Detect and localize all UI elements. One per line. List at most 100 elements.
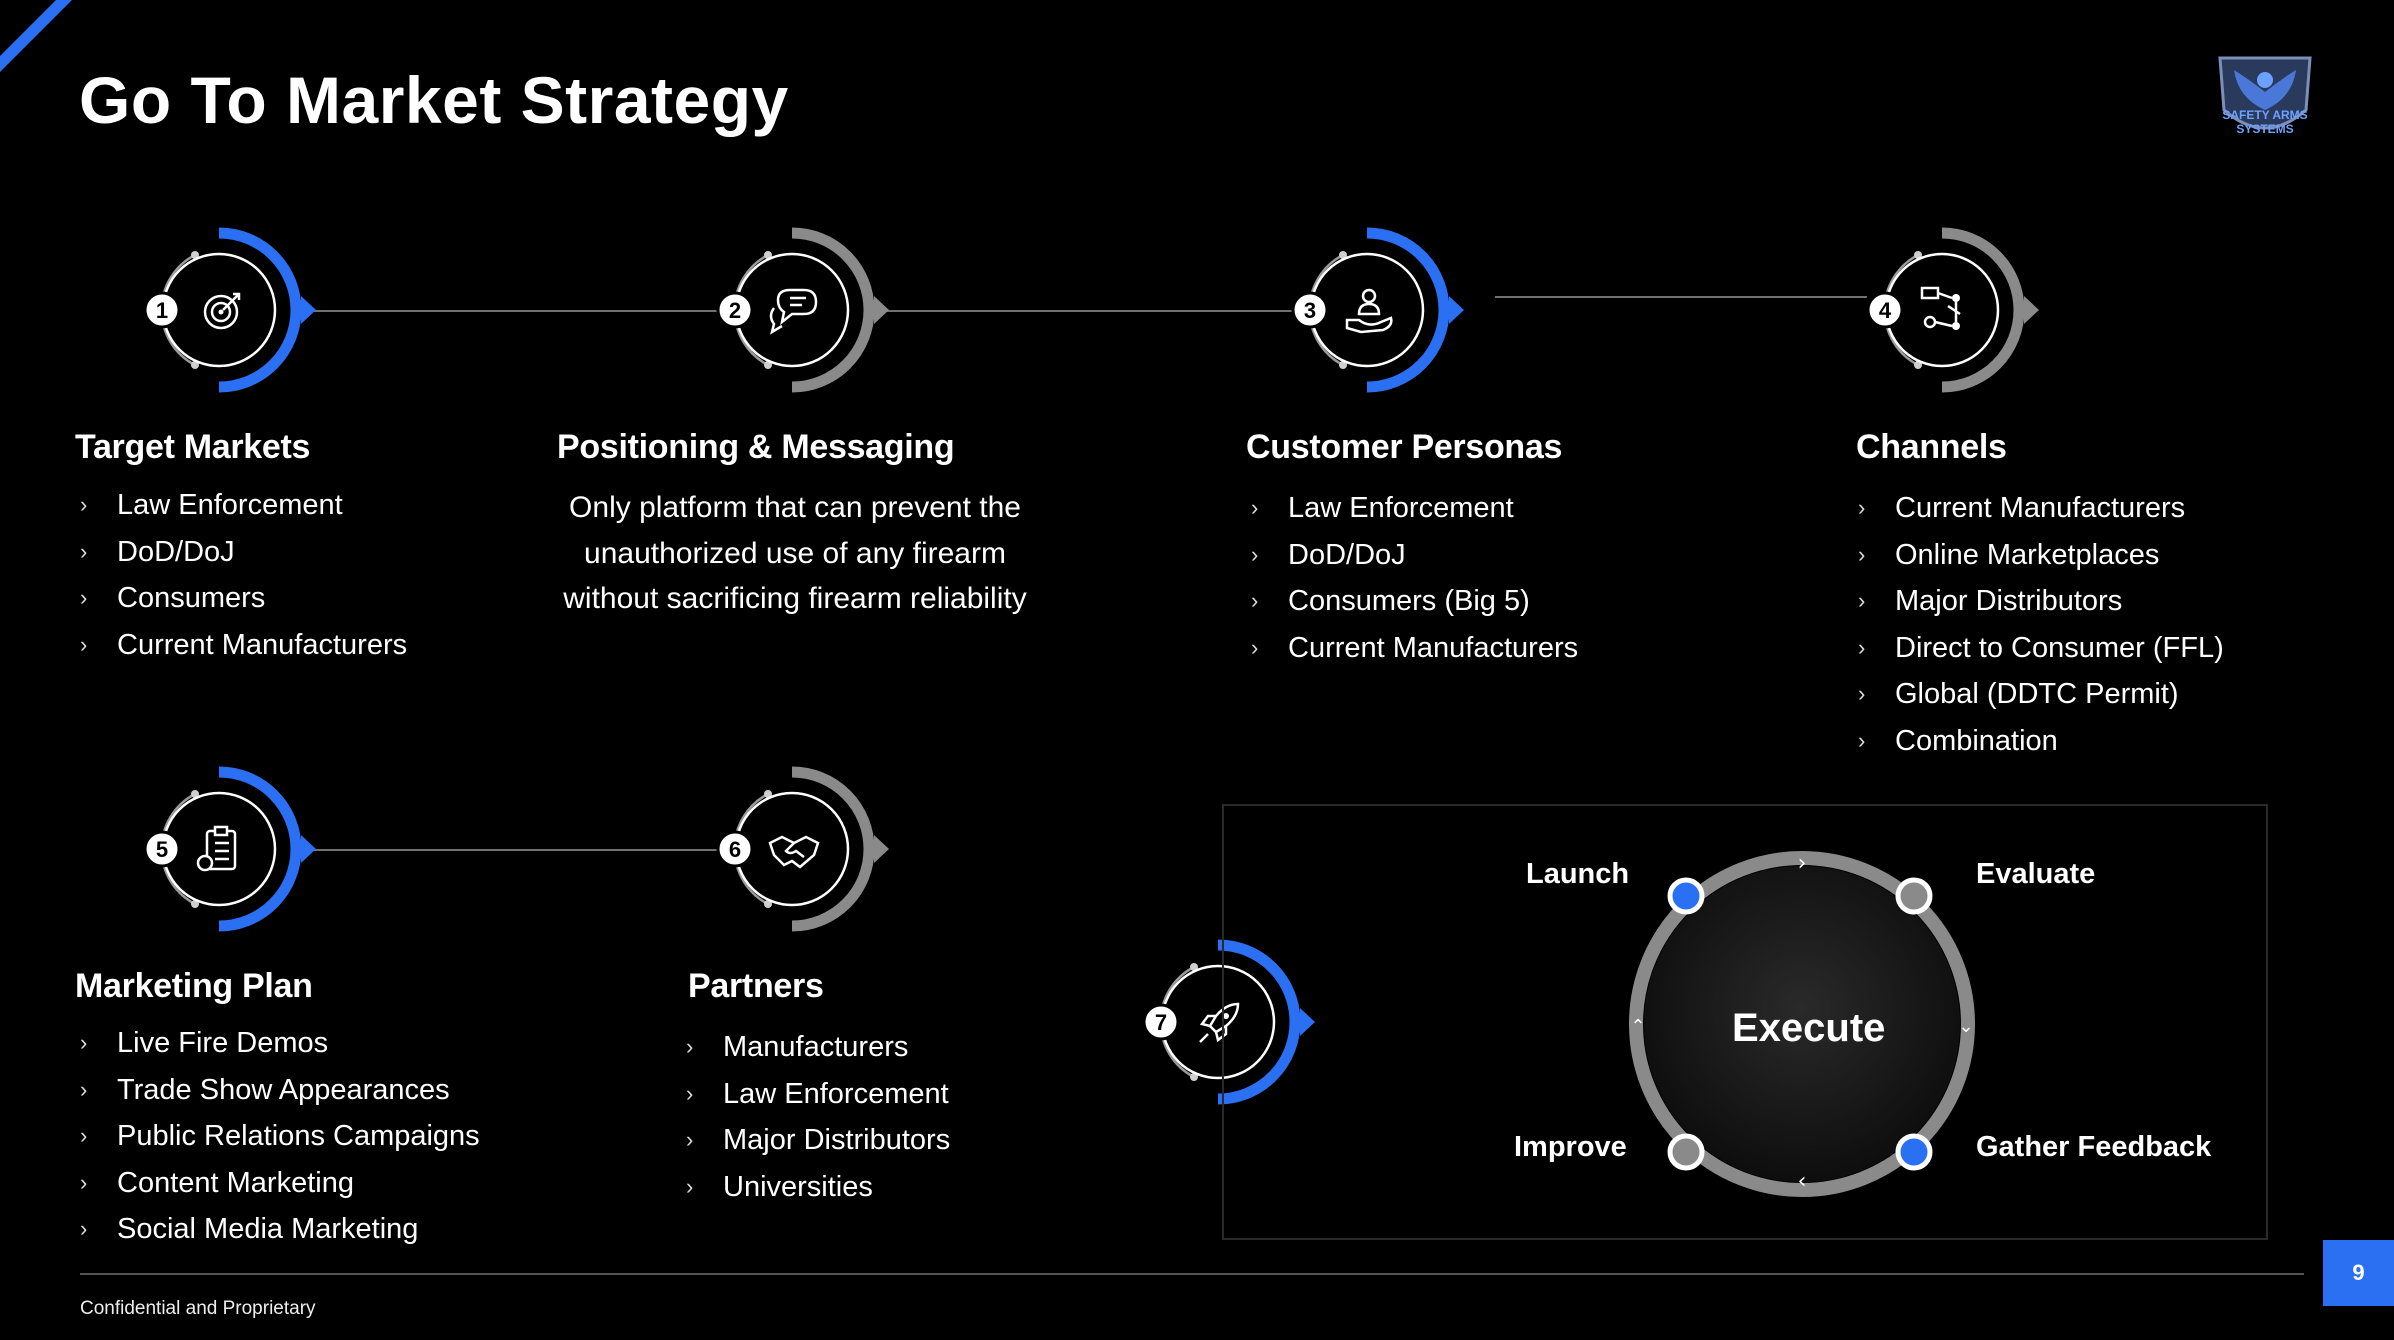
chevron-right-icon: › [686, 1173, 694, 1199]
step-number-badge [716, 830, 754, 868]
chevron-right-icon: › [1251, 541, 1259, 567]
step-arc-arrow-icon [874, 296, 889, 324]
step-arc [1217, 939, 1301, 1105]
marketing-plan-list: ›Live Fire Demos ›Trade Show Appearances… [80, 1020, 480, 1253]
chevron-right-icon: › [686, 1034, 694, 1059]
chevron-right-icon: › [1858, 495, 1866, 520]
partners-heading: Partners [688, 967, 824, 1005]
gather-node [1895, 1133, 1933, 1171]
step-arc-arrow-icon [301, 296, 316, 324]
evaluate-node [1895, 877, 1933, 915]
list-item: ›Universities [686, 1164, 950, 1211]
gather-feedback-label: Gather Feedback [1976, 1131, 2212, 1163]
step-dot [764, 900, 772, 908]
cycle-ring [1629, 851, 1975, 1197]
list-item: ›Public Relations Campaigns [80, 1113, 480, 1160]
step-arc [218, 227, 302, 393]
chevron-right-icon: › [80, 585, 88, 610]
improve-label: Improve [1514, 1131, 1627, 1163]
chevron-right-icon: › [80, 1216, 88, 1241]
step-number: 4 [1879, 298, 1892, 323]
step-number: 6 [729, 837, 741, 862]
target-markets-heading: Target Markets [75, 428, 311, 466]
launch-node [1667, 877, 1705, 915]
step-arc [791, 766, 875, 932]
connector-5-6 [305, 849, 720, 851]
list-item: ›Global (DDTC Permit) [1858, 671, 2224, 718]
step-arc [218, 766, 302, 932]
list-item: ›Live Fire Demos [80, 1020, 480, 1067]
step-node-5: 5 [119, 764, 329, 934]
cycle-arrow-icon: ⌃ [1630, 1016, 1645, 1037]
partners-list: ›Manufacturers ›Law Enforcement ›Major D… [686, 1024, 950, 1210]
list-item: ›Social Media Marketing [80, 1206, 480, 1253]
page-title: Go To Market Strategy [79, 63, 789, 137]
step-dot [191, 251, 199, 259]
list-item: ›Manufacturers [686, 1024, 950, 1071]
step-dot [191, 790, 199, 798]
list-item: ›Current Manufacturers [1858, 485, 2224, 532]
chevron-right-icon: › [80, 1076, 88, 1102]
network-channels-icon [1920, 286, 1961, 330]
step-arc [1366, 227, 1450, 393]
chevron-right-icon: › [1858, 727, 1866, 753]
list-item: ›Content Marketing [80, 1160, 480, 1207]
list-item: ›Law Enforcement [686, 1071, 950, 1118]
logo-text: SAFETY ARMS SYSTEMS [2222, 108, 2308, 136]
list-item: ›Consumers (Big 5) [1251, 578, 1578, 625]
step-number-badge [143, 830, 181, 868]
step-dot [1339, 361, 1347, 369]
step-number-badge [1866, 291, 1904, 329]
chevron-right-icon: › [1251, 634, 1259, 660]
step-dot [1190, 1073, 1198, 1081]
chevron-right-icon: › [686, 1127, 694, 1152]
step-arc-arrow-icon [301, 835, 316, 863]
step-number: 7 [1155, 1010, 1167, 1035]
connector-3-4 [1495, 296, 1867, 298]
chat-bubbles-icon [769, 288, 818, 335]
evaluate-label: Evaluate [1976, 858, 2096, 890]
chevron-right-icon: › [1858, 681, 1866, 706]
positioning-text: Only platform that can prevent the unaut… [563, 491, 1027, 615]
step-arc [1941, 227, 2025, 393]
chevron-right-icon: › [686, 1080, 694, 1106]
step-number-badge [143, 291, 181, 329]
step-arc-arrow-icon [2024, 296, 2039, 324]
step-arc [791, 227, 875, 393]
chevron-right-icon: › [80, 1030, 88, 1055]
list-item: ›Law Enforcement [80, 482, 407, 529]
list-item: ›Consumers [80, 575, 407, 622]
footer-divider [80, 1273, 2304, 1275]
chevron-right-icon: › [80, 631, 88, 657]
list-item: ›DoD/DoJ [80, 529, 407, 576]
list-item: ›DoD/DoJ [1251, 532, 1578, 579]
list-item: ›Current Manufacturers [1251, 625, 1578, 672]
eagle-shield-icon [2218, 56, 2312, 130]
list-item: ›Online Marketplaces [1858, 532, 2224, 579]
company-logo: SAFETY ARMS SYSTEMS [2200, 50, 2330, 152]
step-number-badge [1142, 1003, 1180, 1041]
list-item: ›Major Distributors [686, 1117, 950, 1164]
launch-label: Launch [1526, 858, 1630, 890]
chevron-right-icon: › [80, 1123, 88, 1148]
target-icon [203, 292, 241, 330]
channels-heading: Channels [1856, 428, 2007, 466]
step-node-7: 7 [1118, 937, 1328, 1107]
step-node-3: 3 [1267, 225, 1477, 395]
step-number-badge [1291, 291, 1329, 329]
list-item: ›Current Manufacturers [80, 622, 407, 669]
marketing-plan-heading: Marketing Plan [75, 967, 313, 1005]
step-node-4: 4 [1842, 225, 2052, 395]
improve-node [1667, 1133, 1705, 1171]
chevron-right-icon: › [80, 492, 88, 517]
positioning-heading: Positioning & Messaging [557, 428, 955, 466]
execute-cycle-panel: › ‹ ⌄ ⌃ Execute Launch Evaluate Improve … [1222, 804, 2268, 1240]
corner-accent [0, 0, 72, 72]
cycle-arrow-icon: ⌄ [1958, 1016, 1973, 1037]
list-item: ›Law Enforcement [1251, 485, 1578, 532]
step-dot [764, 251, 772, 259]
step-arc-arrow-icon [874, 835, 889, 863]
connector-2-3 [880, 310, 1292, 312]
step-number-badge [716, 291, 754, 329]
chevron-right-icon: › [1858, 634, 1866, 660]
